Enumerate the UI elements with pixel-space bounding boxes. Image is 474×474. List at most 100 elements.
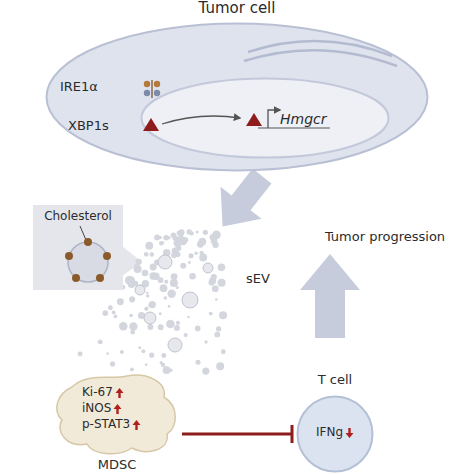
vesicle-dot xyxy=(138,284,144,290)
vesicle-dot xyxy=(170,279,178,287)
vesicle-dot xyxy=(169,369,172,372)
vesicle-dot xyxy=(125,276,134,285)
vesicle-dot xyxy=(203,263,213,273)
vesicle-dot xyxy=(171,252,177,258)
vesicle-dot xyxy=(189,273,196,280)
node-shape xyxy=(52,372,182,457)
vesicle-dot xyxy=(212,231,221,240)
vesicle-dot xyxy=(209,277,216,284)
vesicle-dot xyxy=(119,322,128,331)
vesicle-dot xyxy=(216,326,221,331)
vesicle-dot xyxy=(187,316,189,318)
vesicle-dot xyxy=(211,274,217,280)
vesicle-dot xyxy=(168,305,171,308)
text-row: Ki-67 xyxy=(82,386,172,400)
vesicle-dot xyxy=(78,352,83,357)
vesicle-dot xyxy=(150,252,154,256)
nucleus-outline xyxy=(142,79,389,158)
cell-outline xyxy=(47,24,428,171)
text-row: Cholesterol xyxy=(33,210,123,224)
vesicle-dot xyxy=(144,312,156,324)
node-text: T cell xyxy=(318,373,352,388)
node-text: IFNg xyxy=(316,426,343,440)
callout-pointer xyxy=(122,246,142,276)
vesicle-dot xyxy=(179,237,188,246)
text-row: p-STAT3 xyxy=(82,418,172,432)
vesicle-dot xyxy=(148,304,151,307)
arrow-glyph xyxy=(133,420,141,430)
vesicle-dot xyxy=(167,236,170,239)
vesicle-dot xyxy=(166,256,170,260)
vesicle-dot xyxy=(164,296,168,300)
vesicle-dot xyxy=(190,231,194,235)
vesicle-dot xyxy=(175,252,181,258)
vesicle-dot xyxy=(209,312,213,316)
text-row: Tumor cell xyxy=(45,0,429,17)
arrow-glyph xyxy=(115,388,123,398)
vesicle-dot xyxy=(110,361,115,366)
vesicle-dot xyxy=(198,238,206,246)
vesicle-dot xyxy=(178,229,184,235)
node-text: Hmgcr xyxy=(280,111,327,127)
text-row: T cell xyxy=(285,373,385,388)
text-row: MDSC xyxy=(52,458,182,473)
vesicle-dot xyxy=(175,237,183,245)
vesicle-dot xyxy=(177,231,182,236)
cell-outline xyxy=(298,397,373,472)
vesicle-dot xyxy=(163,235,169,241)
vesicle-dot xyxy=(160,284,168,292)
vesicle-dot xyxy=(158,277,164,283)
vesicle-dot xyxy=(138,346,141,349)
secretion-arrow xyxy=(202,160,282,242)
node-shape xyxy=(140,77,390,159)
vesicle-dot xyxy=(173,235,178,240)
vesicle-dot xyxy=(146,292,149,295)
vesicle-dot xyxy=(167,289,175,297)
text-row: iNOS xyxy=(82,402,172,416)
vesicle-dot xyxy=(149,272,156,279)
vesicle-dot xyxy=(175,245,181,251)
vesicle-dot xyxy=(163,366,171,374)
vesicle-dot xyxy=(120,350,124,354)
vesicle-dot xyxy=(171,273,178,280)
vesicle-dot xyxy=(212,285,219,292)
vesicle-dot xyxy=(204,340,207,343)
vesicle-dot xyxy=(159,241,164,246)
vesicle-dot xyxy=(150,264,157,271)
vesicle-dot xyxy=(215,298,218,301)
vesicle-dot xyxy=(154,260,160,266)
vesicle-dot xyxy=(183,237,188,242)
diagram-node: Ki-67iNOSp-STAT3MDSC xyxy=(52,372,182,457)
vesicle-dot xyxy=(135,285,145,295)
increase-arrow xyxy=(115,387,124,399)
vesicle-dot xyxy=(164,280,168,284)
vesicle-dot xyxy=(161,363,166,368)
diagram-node: Tumor cellHmgcr xyxy=(45,22,429,172)
vesicle-dot xyxy=(117,298,124,305)
vesicle-dot xyxy=(154,234,160,240)
vesicle-dot xyxy=(129,322,137,330)
vesicle-dot xyxy=(142,280,149,287)
vesicle-dot xyxy=(149,301,156,308)
vesicle-dot xyxy=(216,362,224,370)
arrow-glyph xyxy=(114,404,122,414)
vesicle-dot xyxy=(199,254,207,262)
vesicle-dot xyxy=(176,321,180,325)
vesicle-dot xyxy=(177,237,180,240)
vesicle-dot xyxy=(197,241,204,248)
vesicle-dot xyxy=(194,252,197,255)
vesicle-dot xyxy=(129,314,132,317)
increase-arrow xyxy=(132,419,141,431)
vesicle-dot xyxy=(187,229,192,234)
text-row: IFNg xyxy=(296,426,374,440)
vesicle-dot xyxy=(130,330,135,335)
vesicle-dot xyxy=(178,232,183,237)
vesicle-dot xyxy=(168,338,182,352)
vesicle-dot xyxy=(196,360,201,365)
diagram-node: T cellIFNg xyxy=(296,395,374,473)
vesicle-dot xyxy=(128,281,135,288)
vesicle-dot xyxy=(98,340,103,345)
vesicle-dot xyxy=(182,292,198,308)
vesicle-dot xyxy=(188,261,191,264)
